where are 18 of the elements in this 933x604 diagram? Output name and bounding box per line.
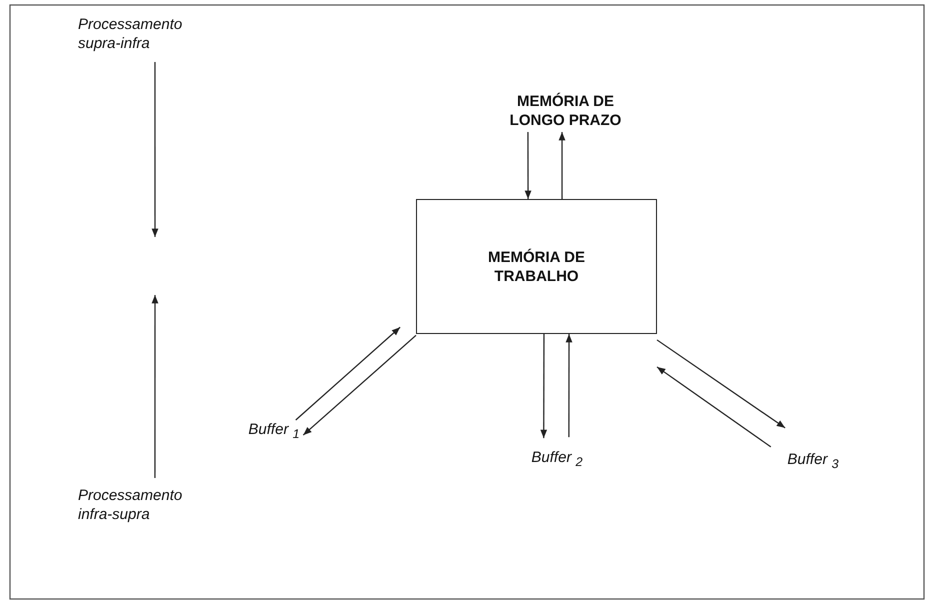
arrow bbox=[295, 326, 400, 420]
arrow bbox=[558, 132, 566, 199]
caption-text: Buffer $_{3}$ bbox=[786, 450, 840, 473]
process-box bbox=[416, 199, 657, 334]
caption-text: Buffer $_{2}$ bbox=[530, 448, 584, 471]
arrow bbox=[152, 62, 158, 237]
caption-text: Buffer $_{1}$ bbox=[247, 420, 301, 443]
title-text: MEMÓRIA DE LONGO PRAZO bbox=[508, 92, 622, 130]
box-label: MEMÓRIA DE TRABALHO bbox=[487, 248, 586, 286]
arrow bbox=[656, 366, 772, 448]
arrow bbox=[566, 334, 572, 438]
caption-text: Processamento infra-supra bbox=[78, 486, 184, 524]
arrow bbox=[152, 295, 158, 478]
arrow bbox=[540, 334, 548, 438]
caption-text: Processamento supra-infra bbox=[78, 15, 184, 53]
arrow bbox=[656, 339, 786, 428]
arrow bbox=[302, 334, 416, 436]
arrow bbox=[524, 132, 532, 199]
